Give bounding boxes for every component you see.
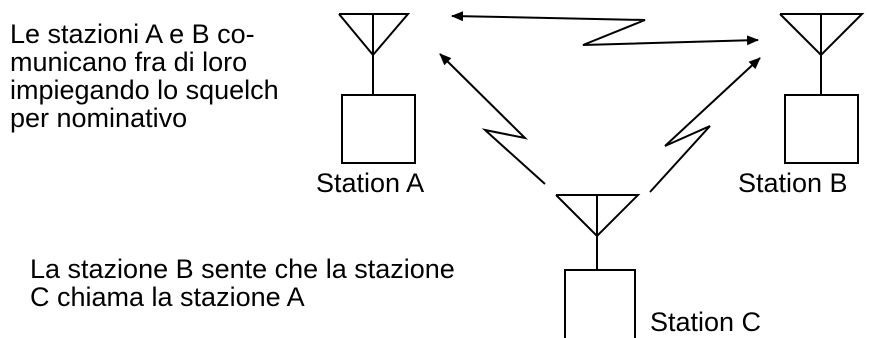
note-top-line: municano fra di loro bbox=[10, 47, 248, 77]
note-top: Le stazioni A e B co- municano fra di lo… bbox=[10, 20, 279, 132]
link-c-a-arrow bbox=[439, 53, 546, 185]
note-bottom-line: C chiama la stazione A bbox=[30, 282, 305, 312]
station-b-label: Station B bbox=[738, 168, 848, 198]
station-c-label: Station C bbox=[650, 307, 762, 337]
station-a-antenna-icon bbox=[338, 13, 411, 95]
station-c bbox=[555, 194, 641, 338]
station-a-box bbox=[341, 94, 416, 164]
station-c-box bbox=[564, 269, 636, 338]
station-a bbox=[338, 13, 416, 164]
station-b bbox=[779, 13, 865, 164]
station-c-antenna-icon bbox=[555, 194, 641, 270]
note-bottom: La stazione B sente che la stazione C ch… bbox=[30, 255, 455, 311]
station-b-box bbox=[784, 94, 859, 164]
note-bottom-line: La stazione B sente che la stazione bbox=[30, 254, 455, 284]
note-top-line: impiegando lo squelch bbox=[10, 75, 279, 105]
note-top-line: Le stazioni A e B co- bbox=[10, 19, 255, 49]
station-a-label: Station A bbox=[316, 168, 425, 198]
station-b-antenna-icon bbox=[779, 13, 865, 95]
note-top-line: per nominativo bbox=[10, 103, 188, 133]
link-a-b-arrow bbox=[451, 11, 759, 46]
link-c-b-arrow bbox=[649, 57, 761, 193]
